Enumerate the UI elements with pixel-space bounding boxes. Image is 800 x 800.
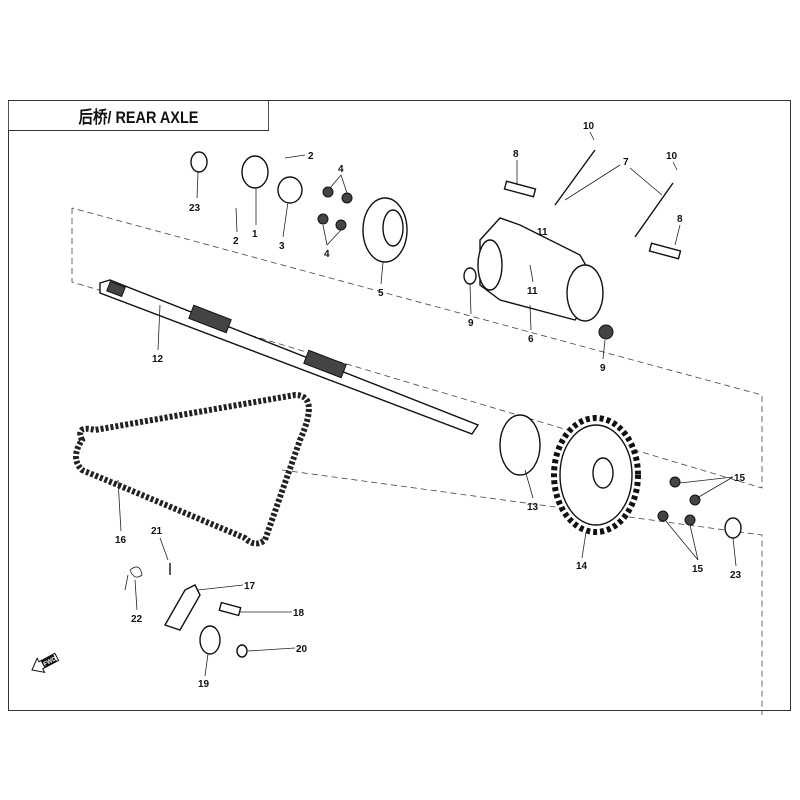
callout-9: 9: [468, 318, 474, 329]
bolt: [669, 476, 681, 488]
diagram-frame: [8, 100, 791, 711]
washer: [724, 517, 742, 539]
callout-18: 18: [293, 608, 305, 619]
callout-21: 21: [151, 526, 163, 537]
bearing-housing: [477, 217, 604, 322]
callout-10: 10: [583, 121, 595, 132]
washer: [463, 267, 477, 285]
bolt: [503, 180, 537, 198]
callout-13: 13: [527, 502, 539, 513]
callout-2: 2: [308, 151, 314, 162]
washer: [236, 644, 248, 658]
sprocket-hub: [499, 414, 541, 476]
callout-15: 15: [692, 564, 704, 575]
callout-4: 4: [338, 164, 344, 175]
callout-17: 17: [244, 581, 256, 592]
washer: [190, 151, 208, 173]
spring: [124, 566, 143, 591]
axle-assembly-outline: [71, 207, 763, 489]
tensioner-arm: [163, 584, 201, 631]
callout-12: 12: [152, 354, 164, 365]
rear-sprocket: [551, 415, 641, 535]
callout-5: 5: [378, 288, 384, 299]
bolt: [689, 494, 701, 506]
callout-4: 4: [324, 249, 330, 260]
tension-rod: [554, 149, 596, 206]
bolt: [648, 242, 682, 260]
callout-22: 22: [131, 614, 143, 625]
leader-lines: [117, 131, 737, 677]
callout-20: 20: [296, 644, 308, 655]
nut: [598, 324, 614, 340]
callout-1: 1: [252, 229, 258, 240]
castle-nut: [241, 155, 269, 189]
callout-labels: 23 2 2 1 3 4 4 5 8 10 7 10 11 8 11 9 6 9…: [115, 121, 746, 690]
callout-9: 9: [600, 363, 606, 374]
tension-rod: [634, 182, 674, 238]
lock-nut: [277, 176, 303, 204]
pin: [218, 601, 242, 617]
bolt: [684, 514, 696, 526]
bolt: [317, 213, 329, 225]
callout-6: 6: [528, 334, 534, 345]
callout-15: 15: [734, 473, 746, 484]
hub-flange: [362, 197, 408, 263]
bolt: [322, 186, 334, 198]
forward-direction-icon: FWD: [31, 652, 60, 674]
callout-16: 16: [115, 535, 127, 546]
callout-10: 10: [666, 151, 678, 162]
callout-3: 3: [279, 241, 285, 252]
callout-2: 2: [233, 236, 239, 247]
callout-11: 11: [527, 286, 538, 297]
bolt: [335, 219, 347, 231]
callout-7: 7: [623, 157, 629, 168]
callout-19: 19: [198, 679, 210, 690]
bolt: [657, 510, 669, 522]
sprocket-assembly-outline: [281, 469, 763, 715]
drive-chain: [73, 391, 312, 547]
tensioner-roller: [199, 625, 221, 655]
bolt: [341, 192, 353, 204]
callout-8: 8: [513, 149, 519, 160]
callout-8: 8: [677, 214, 683, 225]
callout-14: 14: [576, 561, 588, 572]
rear-axle-shaft: [99, 279, 480, 435]
callout-23: 23: [189, 203, 201, 214]
callout-23: 23: [730, 570, 742, 581]
diagram-title: 后桥/ REAR AXLE: [8, 100, 269, 131]
callout-11: 11: [537, 227, 548, 238]
